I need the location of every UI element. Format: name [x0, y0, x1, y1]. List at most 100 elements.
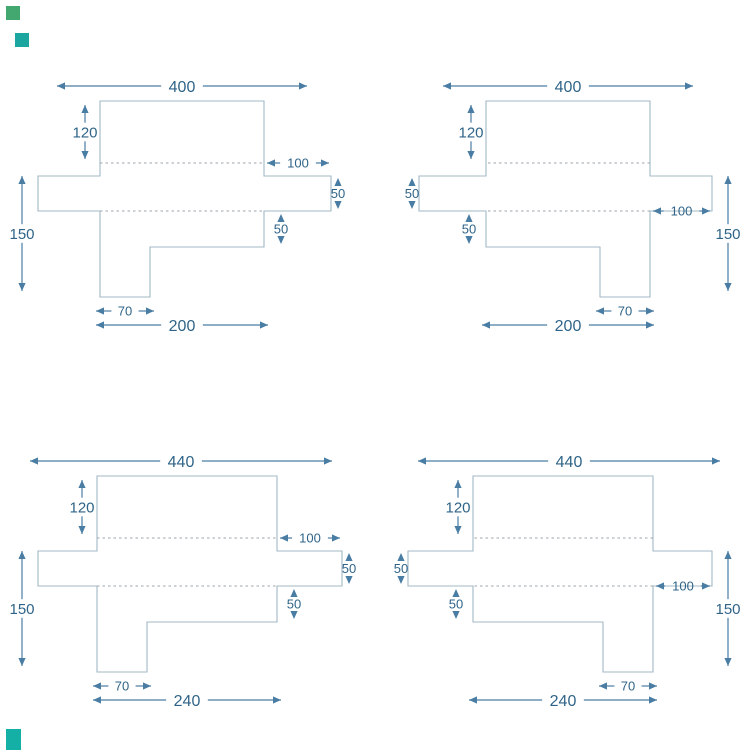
arrowhead-u — [334, 178, 342, 186]
arrowhead-u — [277, 214, 285, 222]
arrowhead-r — [702, 582, 710, 590]
dim-side-height-label: 150 — [9, 226, 34, 243]
arrowhead-u — [78, 480, 86, 488]
dim-side-height: 150 — [9, 176, 35, 291]
arrowhead-d — [290, 611, 298, 619]
arrowhead-u — [467, 105, 475, 113]
arrowhead-d — [724, 658, 732, 666]
arrowhead-r — [260, 321, 268, 329]
arrowhead-u — [290, 589, 298, 597]
dim-arm-band-height-label: 50 — [394, 561, 408, 576]
dim-seat-depth: 200 — [482, 318, 654, 335]
dim-arm-length: 100 — [280, 531, 340, 546]
arrowhead-d — [408, 201, 416, 209]
dim-seat-depth-label: 240 — [174, 693, 201, 710]
arrowhead-r — [143, 682, 151, 690]
arrowhead-d — [345, 576, 353, 584]
arrowhead-d — [465, 236, 473, 244]
cover-outline — [37, 475, 343, 673]
arrowhead-l — [30, 457, 38, 465]
cover-outline — [37, 100, 332, 298]
dim-side-height-label: 150 — [715, 226, 740, 243]
arrowhead-u — [724, 176, 732, 184]
arrowhead-r — [146, 307, 154, 315]
arrowhead-l — [96, 307, 104, 315]
arrowhead-l — [653, 207, 661, 215]
arrowhead-l — [96, 321, 104, 329]
arrowhead-l — [656, 582, 664, 590]
arrowhead-d — [18, 658, 26, 666]
arrowhead-d — [467, 151, 475, 159]
cover-outline — [407, 475, 713, 673]
arrowhead-d — [18, 283, 26, 291]
dim-top-width: 400 — [443, 79, 693, 96]
dim-top-width: 400 — [57, 79, 307, 96]
dim-arm-length: 100 — [653, 204, 710, 219]
arrowhead-u — [465, 214, 473, 222]
dim-arm-band-height: 50 — [342, 553, 356, 584]
cover-outline — [418, 100, 713, 298]
dim-back-height: 120 — [458, 105, 484, 159]
arrowhead-u — [454, 480, 462, 488]
dim-front-drop-label: 50 — [287, 597, 301, 612]
dim-foot-width-label: 70 — [118, 304, 132, 319]
dim-arm-length-label: 100 — [671, 204, 693, 219]
dim-top-width-label: 440 — [168, 454, 195, 471]
dim-seat-depth: 240 — [93, 693, 281, 710]
dim-top-width-label: 400 — [169, 79, 196, 96]
arrowhead-d — [397, 576, 405, 584]
dim-foot-width: 70 — [96, 304, 154, 319]
arrowhead-u — [724, 551, 732, 559]
dim-arm-band-height-label: 50 — [331, 186, 345, 201]
dim-seat-depth: 240 — [469, 693, 657, 710]
arrowhead-u — [408, 178, 416, 186]
dim-side-height: 150 — [715, 176, 741, 291]
arrowhead-d — [452, 611, 460, 619]
dim-seat-depth: 200 — [96, 318, 268, 335]
arrowhead-u — [18, 551, 26, 559]
dim-back-height-label: 120 — [458, 124, 483, 141]
dim-front-drop: 50 — [449, 589, 463, 619]
arrowhead-d — [78, 526, 86, 534]
dim-arm-band-height: 50 — [394, 553, 408, 584]
dim-seat-depth-label: 200 — [169, 318, 196, 335]
dim-foot-width-label: 70 — [618, 304, 632, 319]
dim-back-height-label: 120 — [72, 124, 97, 141]
dim-back-height: 120 — [69, 480, 95, 534]
arrowhead-u — [397, 553, 405, 561]
arrowhead-d — [724, 283, 732, 291]
arrowhead-l — [469, 696, 477, 704]
dim-seat-depth-label: 240 — [550, 693, 577, 710]
dim-top-width-label: 440 — [556, 454, 583, 471]
dim-front-drop: 50 — [287, 589, 301, 619]
arrowhead-r — [646, 321, 654, 329]
arrowhead-d — [334, 201, 342, 209]
dim-arm-band-height-label: 50 — [405, 186, 419, 201]
dim-front-drop: 50 — [274, 214, 288, 244]
dim-side-height: 150 — [9, 551, 35, 666]
corner-swatch-bottom-teal — [6, 729, 21, 750]
dim-back-height: 120 — [445, 480, 471, 534]
dim-foot-width: 70 — [596, 304, 654, 319]
dim-top-width: 440 — [30, 454, 332, 471]
dim-arm-band-height: 50 — [331, 178, 345, 209]
dim-seat-depth-label: 200 — [555, 318, 582, 335]
arrowhead-d — [454, 526, 462, 534]
dim-arm-band-height-label: 50 — [342, 561, 356, 576]
dim-front-drop-label: 50 — [274, 222, 288, 237]
arrowhead-u — [81, 105, 89, 113]
dim-side-height: 150 — [715, 551, 741, 666]
arrowhead-r — [712, 457, 720, 465]
dim-front-drop-label: 50 — [449, 597, 463, 612]
arrowhead-u — [345, 553, 353, 561]
dim-back-height-label: 120 — [69, 499, 94, 516]
arrowhead-l — [57, 82, 65, 90]
arrowhead-r — [324, 457, 332, 465]
arrowhead-r — [321, 159, 329, 167]
dim-top-width: 440 — [418, 454, 720, 471]
